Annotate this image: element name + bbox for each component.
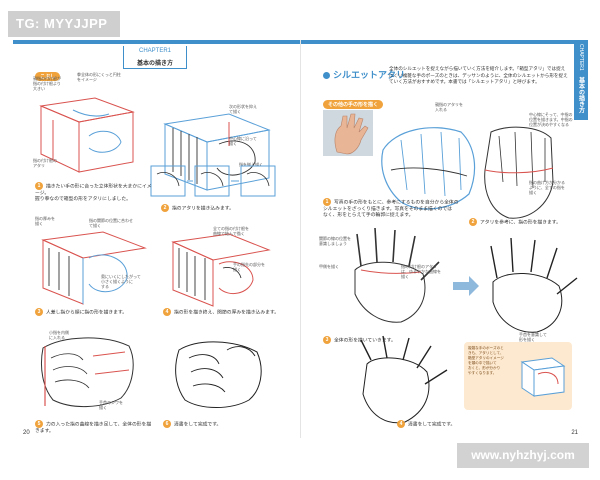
note-11: 手の指先の部分を 描く (233, 262, 265, 272)
note-9: 奥にいくにしたがって 小さく描くように する (101, 274, 141, 289)
sketch-open-hand-3 (354, 227, 440, 323)
side-tab-label: CHAPTER1 (578, 44, 584, 71)
page-number-left: 20 (23, 430, 30, 436)
note-8: 指の関節の位置に合わせ て描く (89, 218, 133, 228)
note-r4: 関節の線の位置を 意識しましょう (319, 236, 351, 246)
chapter-box: CHAPTER1 基本の描き方 (123, 46, 187, 69)
sketch-fist-4 (171, 233, 271, 307)
inset-sequence (150, 165, 276, 197)
note-r2: 中心線にそって、中指の 位置を描きます。中指の 位置が決めやすくなる (529, 112, 573, 127)
chapter-label: CHAPTER1 (138, 48, 171, 54)
left-page: CHAPTER1 基本の描き方 こぶし 親指の付け根が 指の付け根より 大きい … (13, 40, 300, 438)
header-band-right (301, 40, 588, 44)
note-2: 拳全体の形にくっと円柱 をイメージ (77, 72, 121, 82)
note-12: 小指を内側 に入れる (49, 330, 69, 340)
chapter-title: 基本の描き方 (136, 60, 173, 67)
note-r7: 手首を意識して 形を描く (519, 332, 547, 342)
watermark-tag: TG: MYYJJPP (8, 11, 120, 37)
note-7: 指の厚みを 描く (35, 216, 55, 226)
sketch-box-fist-1 (39, 97, 135, 173)
note-1: 親指の付け根が 指の付け根より 大きい (33, 76, 61, 91)
note-r3: 指の曲げ方が分かる ように、全ての指を 描く (529, 180, 565, 195)
intro-text: 全体のシルエットを捉えながら描いていく方法を紹介します。「箱型アタリ」では捉えに… (389, 67, 568, 85)
sub-pill: その他の手の形を描く (323, 100, 384, 109)
note-5: 中心線に沿って 描く (229, 136, 257, 146)
sketch-fist-3 (41, 231, 147, 305)
side-tab-title: 基本の描き方 (577, 76, 585, 113)
note-r5: 甲側を描く (319, 264, 339, 269)
watermark-url: www.nyhzhyj.com (457, 443, 589, 468)
note-r1: 親指のアタリを 入れる (435, 102, 463, 112)
section-title: シルエットアタリ (323, 68, 405, 81)
side-tab: CHAPTER1 基本の描き方 (574, 40, 588, 120)
sketch-open-hand-4 (490, 237, 578, 333)
note-3: 指の付け根の アタリ (33, 158, 57, 168)
note-r6: 指の付け根のアタリ は、ゆるやかな曲線を 描く (401, 264, 441, 279)
note-13: 手首のシワを 描く (99, 400, 123, 410)
sketch-box-fist-2 (163, 113, 271, 191)
header-band (13, 40, 300, 44)
tip-box: 複雑な手のポーズのと きも、アタリとして、 箱型アタリのイメージ を頭の中で描い… (464, 342, 572, 410)
bullet-icon (323, 72, 330, 79)
page-number-right: 21 (571, 430, 578, 436)
sketch-final-hand (360, 335, 448, 424)
note-6: 指を揃え描く (239, 162, 263, 167)
note-4: 次の形状を抑え て描く (229, 104, 257, 114)
tip-text: 複雑な手のポーズのと きも、アタリとして、 箱型アタリのイメージ を頭の中で描い… (468, 346, 504, 375)
arrow-icon (453, 276, 479, 296)
sketch-fist-5 (40, 337, 134, 408)
topic-pill: こぶし (35, 72, 61, 81)
sketch-silhouette-1 (381, 127, 476, 210)
sketch-fist-6 (175, 341, 262, 408)
book-spread: CHAPTER1 基本の描き方 こぶし 親指の付け根が 指の付け根より 大きい … (13, 40, 588, 438)
right-page: CHAPTER1 基本の描き方 シルエットアタリ 全体のシルエットを捉えながら描… (300, 40, 588, 438)
hand-photo (323, 110, 373, 156)
note-10: 全ての指の付け根を 曲線で結んで描く (213, 226, 249, 236)
sketch-silhouette-2 (484, 126, 554, 219)
